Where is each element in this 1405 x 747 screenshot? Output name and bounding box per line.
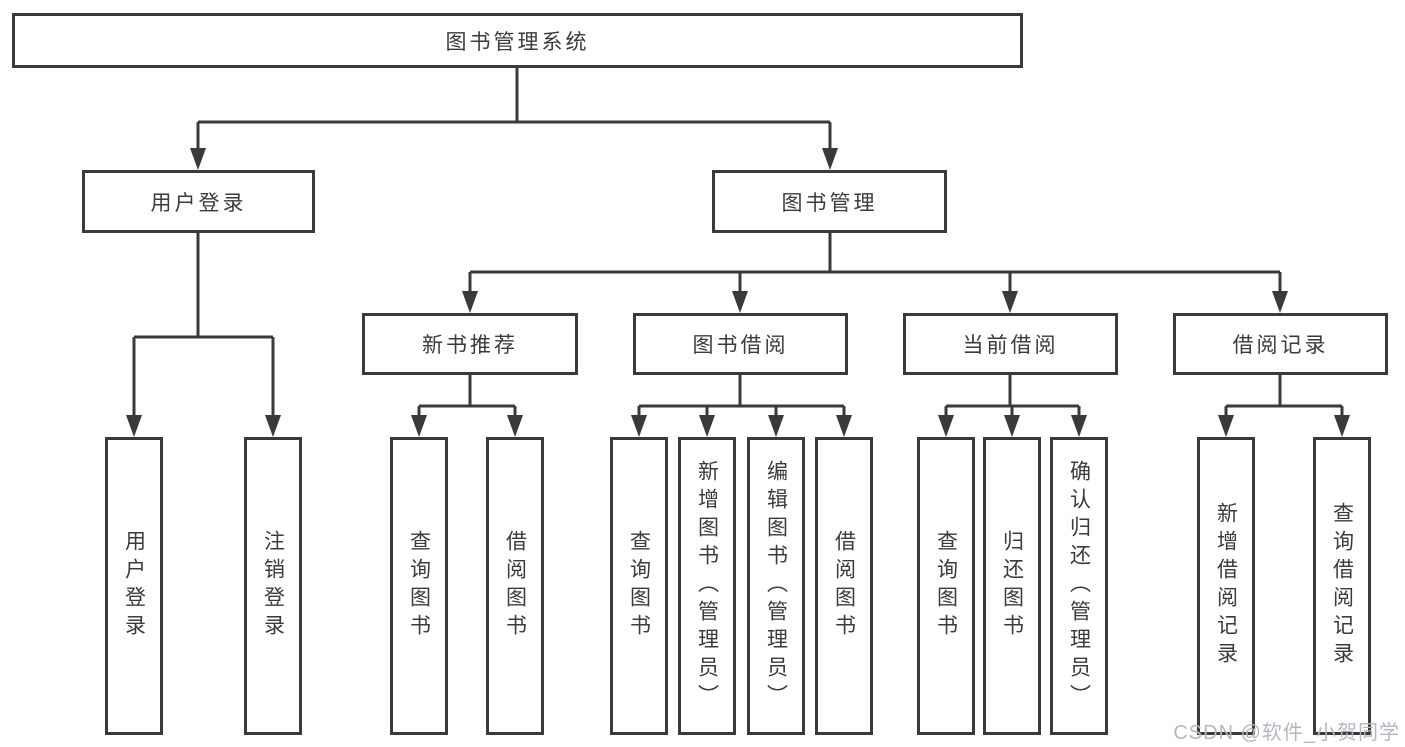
leaf-add-book-admin: 新增图书（管理员）: [678, 437, 736, 735]
arrow-down-icon: [1272, 291, 1288, 313]
leaf-query-books-current: 查询图书: [917, 437, 975, 735]
leaf-query-books-borrow: 查询图书: [610, 437, 668, 735]
node-book-borrow: 图书借阅: [633, 313, 848, 375]
arrow-down-icon: [1334, 415, 1350, 437]
leaf-query-books-recommend: 查询图书: [390, 437, 448, 735]
arrow-down-icon: [265, 415, 281, 437]
connector-current-borrow-to-leaves: [938, 375, 1087, 437]
leaf-borrow-books-recommend: 借阅图书: [486, 437, 544, 735]
leaf-logout: 注销登录: [244, 437, 302, 735]
leaf-confirm-return-admin: 确认归还（管理员）: [1050, 437, 1108, 735]
arrow-down-icon: [1071, 415, 1087, 437]
connector-root-to-level2: [190, 68, 838, 170]
arrow-down-icon: [631, 415, 647, 437]
arrow-down-icon: [1218, 415, 1234, 437]
arrow-down-icon: [411, 415, 427, 437]
leaf-query-borrow-record: 查询借阅记录: [1313, 437, 1371, 735]
arrow-down-icon: [836, 415, 852, 437]
arrow-down-icon: [822, 148, 838, 170]
node-new-book-recommend: 新书推荐: [362, 313, 578, 375]
connector-book-management-to-level3: [462, 233, 1288, 313]
arrow-down-icon: [938, 415, 954, 437]
leaf-borrow-books: 借阅图书: [815, 437, 873, 735]
node-library-management-system: 图书管理系统: [12, 13, 1023, 68]
csdn-watermark: CSDN @软件_小贺同学: [1173, 722, 1400, 744]
arrow-down-icon: [768, 415, 784, 437]
leaf-edit-book-admin: 编辑图书（管理员）: [747, 437, 805, 735]
leaf-add-borrow-record: 新增借阅记录: [1197, 437, 1255, 735]
arrow-down-icon: [1004, 415, 1020, 437]
connector-book-borrow-to-leaves: [631, 375, 852, 437]
arrow-down-icon: [126, 415, 142, 437]
node-borrow-records: 借阅记录: [1173, 313, 1388, 375]
leaf-user-login: 用户登录: [105, 437, 163, 735]
arrow-down-icon: [732, 291, 748, 313]
connector-new-book-recommend-to-leaves: [411, 375, 523, 437]
node-current-borrow: 当前借阅: [903, 313, 1118, 375]
arrow-down-icon: [190, 148, 206, 170]
node-user-login: 用户登录: [82, 170, 315, 233]
node-book-management: 图书管理: [712, 170, 947, 233]
connector-borrow-records-to-leaves: [1218, 375, 1350, 437]
leaf-return-book: 归还图书: [983, 437, 1041, 735]
arrow-down-icon: [507, 415, 523, 437]
arrow-down-icon: [699, 415, 715, 437]
connector-user-login-to-leaves: [126, 233, 281, 437]
arrow-down-icon: [462, 291, 478, 313]
arrow-down-icon: [1002, 291, 1018, 313]
